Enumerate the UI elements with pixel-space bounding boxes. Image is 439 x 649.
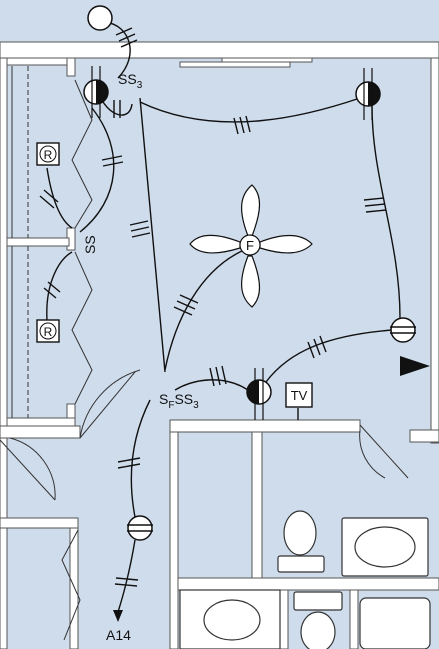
receptacle-top-label: R bbox=[44, 148, 53, 162]
fan-label: F bbox=[246, 238, 254, 253]
wire-hash-marks bbox=[39, 27, 387, 587]
sink-lower bbox=[203, 599, 261, 641]
switch-ss3-top-label: SS3 bbox=[118, 71, 143, 91]
wall-light-icon bbox=[246, 368, 272, 420]
toilet-tank-lower bbox=[293, 591, 343, 611]
home-run-arrow bbox=[113, 610, 123, 622]
bathroom-fixtures bbox=[179, 510, 431, 649]
wire-ss-to-top bbox=[79, 107, 115, 233]
closet-details bbox=[11, 66, 93, 641]
data-outlet-icon bbox=[400, 356, 430, 376]
wall-light-icon bbox=[355, 68, 381, 120]
duplex-outlet-icon bbox=[127, 515, 153, 541]
switch-ss-left-label: SS bbox=[82, 235, 98, 254]
wire-switch-riser bbox=[139, 97, 166, 373]
shower bbox=[359, 597, 431, 649]
wall-light-icon bbox=[83, 66, 109, 118]
wire-top-outlet bbox=[104, 21, 131, 79]
exterior-light-icon bbox=[87, 5, 113, 31]
tv-label: TV bbox=[291, 388, 308, 403]
wire-r-top bbox=[46, 167, 73, 229]
duplex-outlet-icon bbox=[390, 317, 416, 343]
toilet-tank bbox=[277, 555, 325, 573]
door-swings bbox=[0, 369, 409, 501]
switch-group-label: SFSS3 bbox=[159, 391, 199, 411]
receptacle-icon: R bbox=[36, 319, 60, 343]
wire-r-bottom bbox=[46, 251, 73, 321]
wire-top-right bbox=[139, 97, 361, 123]
walls bbox=[0, 41, 439, 649]
wire-fan-to-switch bbox=[164, 249, 245, 371]
sink-right bbox=[354, 526, 416, 568]
home-run-label: A14 bbox=[106, 627, 131, 643]
receptacle-icon: R bbox=[36, 142, 60, 166]
tv-outlet-icon: TV bbox=[285, 382, 313, 408]
toilet-bowl-lower bbox=[300, 611, 336, 649]
toilet-bowl bbox=[283, 510, 317, 556]
wire-right-to-center bbox=[265, 329, 393, 383]
ceiling-fan-icon bbox=[189, 184, 313, 308]
wire-light-to-switch bbox=[174, 379, 249, 391]
receptacle-bottom-label: R bbox=[44, 325, 53, 339]
